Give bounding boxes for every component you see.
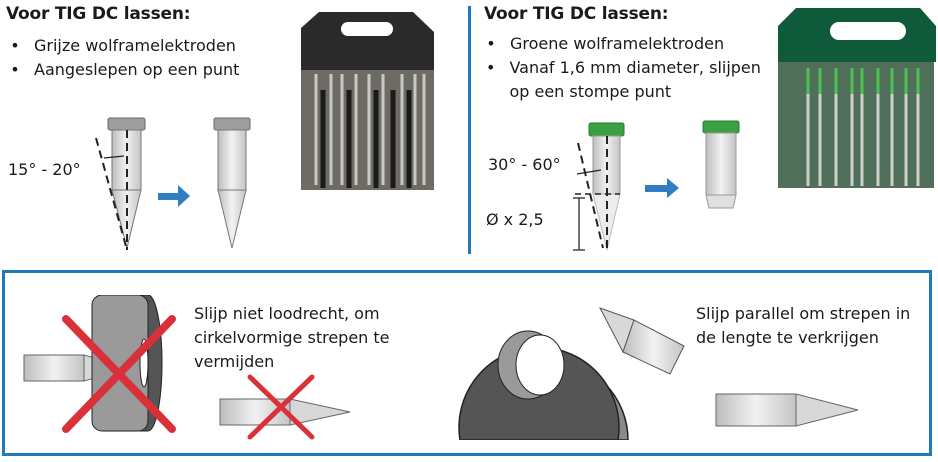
blunt-point-electrode-diagram: [573, 120, 740, 253]
right-bullet-list: •Groene wolframelektroden •Vanaf 1,6 mm …: [486, 32, 776, 104]
green-electrode-package: [778, 8, 936, 188]
list-item: •Grijze wolframelektroden: [10, 36, 236, 55]
right-title: Voor TIG DC lassen:: [484, 4, 669, 24]
correct-grinding-diagram: [458, 307, 685, 440]
correct-grinding-text: Slijp parallel om strepen in de lengte t…: [696, 304, 911, 347]
left-angle-label: 15° - 20°: [8, 160, 81, 179]
wrong-grinding-diagram: [23, 295, 351, 440]
diameter-label: Ø x 2,5: [486, 210, 544, 229]
right-angle-label: 30° - 60°: [488, 155, 561, 174]
grey-electrode-package: [301, 12, 434, 190]
list-item: •Aangeslepen op een punt: [10, 60, 240, 79]
section-divider: [468, 6, 471, 254]
correctly-ground-electrode: [715, 393, 859, 427]
list-item: •Groene wolframelektroden: [486, 34, 725, 53]
left-title: Voor TIG DC lassen:: [6, 4, 191, 24]
sharp-point-electrode-diagram: [95, 117, 251, 251]
grinding-instructions-box: [2, 270, 932, 456]
wrong-grinding-text: Slijp niet loodrecht, om cirkelvormige s…: [194, 304, 390, 371]
list-item: •Vanaf 1,6 mm diameter, slijpen op een s…: [486, 58, 761, 101]
left-bullet-list: •Grijze wolframelektroden •Aangeslepen o…: [10, 34, 239, 82]
